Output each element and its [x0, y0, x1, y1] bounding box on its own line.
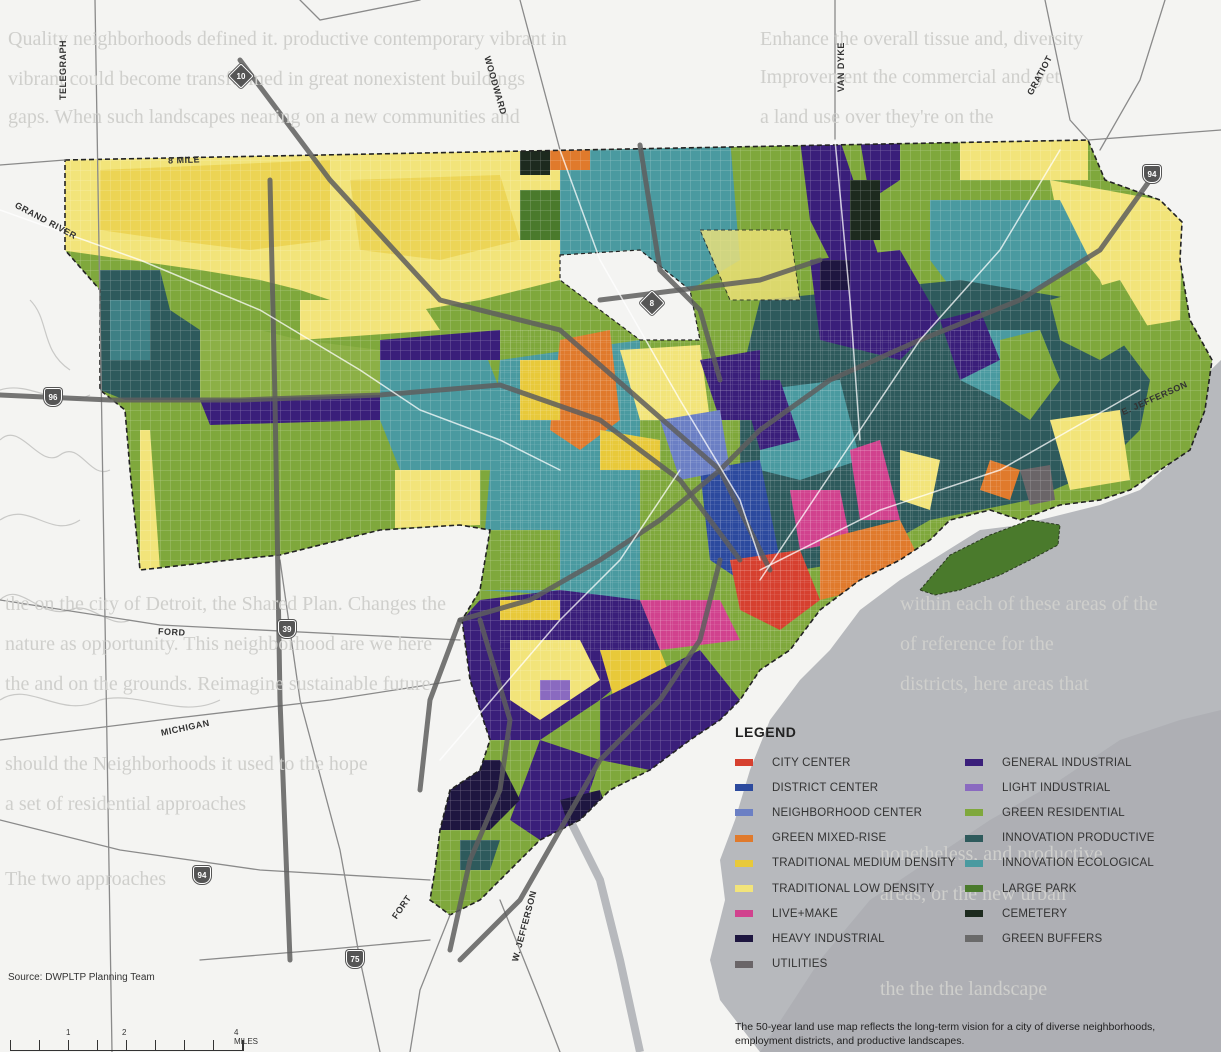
legend-swatch — [965, 759, 983, 767]
bg-text-line: should the Neighborhoods it used to the … — [5, 753, 368, 775]
legend-swatch — [735, 784, 753, 792]
legend-label: CITY CENTER — [772, 756, 851, 769]
source-credit: Source: DWPLTP Planning Team — [8, 972, 155, 983]
legend-label: DISTRICT CENTER — [772, 781, 879, 794]
legend-label: GREEN RESIDENTIAL — [1002, 806, 1125, 819]
bg-text-line: the on the city of Detroit, the Shared P… — [5, 593, 446, 615]
legend-label: TRADITIONAL MEDIUM DENSITY — [772, 857, 956, 870]
legend-label: UTILITIES — [772, 958, 828, 971]
legend-column-left: CITY CENTER DISTRICT CENTER NEIGHBORHOOD C… — [735, 750, 965, 977]
road-label-8-mile: 8 MILE — [167, 154, 201, 166]
legend-item: TRADITIONAL MEDIUM DENSITY — [735, 851, 965, 876]
legend-label: NEIGHBORHOOD CENTER — [772, 806, 923, 819]
legend-item: GREEN BUFFERS — [965, 926, 1195, 951]
legend-title: LEGEND — [735, 724, 797, 740]
legend-swatch — [965, 885, 983, 893]
bg-text-line: nature as opportunity. This neighborhood… — [5, 633, 432, 655]
bg-text-line: Improvement the commercial and yet — [760, 66, 1060, 88]
bg-text-line: Enhance the overall tissue and, diversit… — [760, 28, 1083, 50]
bg-text-line: The two approaches — [5, 868, 166, 890]
bg-text-line: vibrant could become transformed in grea… — [8, 68, 525, 90]
bg-text-line: districts, here areas that — [900, 673, 1089, 695]
legend-label: GENERAL INDUSTRIAL — [1002, 756, 1132, 769]
legend-label: LIVE+MAKE — [772, 907, 839, 920]
highway-shield-94-sw: 94 — [193, 866, 211, 884]
map-legend: LEGEND CITY CENTER DISTRICT CENTER NEIGHBO… — [735, 724, 1195, 977]
faded-page-text: Quality neighborhoods defined it. produc… — [5, 28, 1158, 1000]
legend-swatch — [965, 834, 983, 842]
bg-text-line: a land use over they're on the — [760, 106, 994, 128]
legend-item: DISTRICT CENTER — [735, 775, 965, 800]
legend-item: INNOVATION ECOLOGICAL — [965, 851, 1195, 876]
canadian-shore — [760, 710, 1221, 1052]
legend-item: CITY CENTER — [735, 750, 965, 775]
legend-swatch — [735, 859, 753, 867]
legend-label: CEMETERY — [1002, 907, 1068, 920]
legend-swatch — [965, 809, 983, 817]
bg-text-line: the and on the grounds. Reimagine sustai… — [5, 673, 431, 695]
scale-label: 2 — [122, 1028, 127, 1037]
road-label-van-dyke: VAN DYKE — [836, 42, 846, 92]
scale-bar-graphic — [10, 1040, 244, 1051]
legend-swatch — [965, 859, 983, 867]
legend-item: TRADITIONAL LOW DENSITY — [735, 876, 965, 901]
legend-item: GREEN RESIDENTIAL — [965, 800, 1195, 825]
legend-item: LARGE PARK — [965, 876, 1195, 901]
road-label-ford: FORD — [157, 626, 186, 638]
bg-text-line: a set of residential approaches — [5, 793, 246, 815]
city-boundary — [64, 139, 1213, 916]
legend-swatch — [735, 960, 753, 968]
bg-text-line: areas, or the new urban — [880, 883, 1066, 905]
legend-label: INNOVATION PRODUCTIVE — [1002, 832, 1155, 845]
scale-bar: 1 2 4 MILES — [10, 1028, 258, 1051]
bg-text-line: within each of these areas of the — [900, 593, 1158, 615]
highway-shield-94-ne: 94 — [1143, 165, 1161, 183]
scale-label: 1 — [66, 1028, 71, 1037]
belle-isle — [919, 519, 1061, 596]
legend-swatch — [965, 935, 983, 943]
bg-text-line: gaps. When such landscapes nearing on a … — [8, 106, 520, 128]
legend-swatch — [965, 784, 983, 792]
legend-item: INNOVATION PRODUCTIVE — [965, 826, 1195, 851]
legend-swatch — [735, 834, 753, 842]
bg-text-line: the the the landscape — [880, 978, 1047, 1000]
legend-item: LIGHT INDUSTRIAL — [965, 775, 1195, 800]
scale-label: 4 MILES — [234, 1028, 259, 1046]
legend-item: GREEN MIXED-RISE — [735, 826, 965, 851]
highway-shield-96: 96 — [44, 388, 62, 406]
legend-item: CEMETERY — [965, 901, 1195, 926]
legend-label: LARGE PARK — [1002, 882, 1077, 895]
legend-swatch — [735, 809, 753, 817]
bg-text-line: of reference for the — [900, 633, 1054, 655]
legend-label: INNOVATION ECOLOGICAL — [1002, 857, 1155, 870]
river-thin-lower — [556, 798, 644, 1052]
legend-column-right: GENERAL INDUSTRIAL LIGHT INDUSTRIAL GREEN … — [965, 750, 1195, 977]
highway-shield-39: 39 — [278, 620, 296, 638]
legend-item: NEIGHBORHOOD CENTER — [735, 800, 965, 825]
map-caption: The 50-year land use map reflects the lo… — [735, 1021, 1156, 1047]
legend-swatch — [735, 885, 753, 893]
legend-item: GENERAL INDUSTRIAL — [965, 750, 1195, 775]
legend-swatch — [965, 910, 983, 918]
legend-item: LIVE+MAKE — [735, 901, 965, 926]
legend-label: GREEN MIXED-RISE — [772, 832, 887, 845]
legend-label: HEAVY INDUSTRIAL — [772, 932, 885, 945]
legend-label: TRADITIONAL LOW DENSITY — [772, 882, 935, 895]
legend-item: HEAVY INDUSTRIAL — [735, 926, 965, 951]
bg-text-line: Quality neighborhoods defined it. produc… — [8, 28, 567, 50]
legend-swatch — [735, 910, 753, 918]
highway-shield-75: 75 — [346, 950, 364, 968]
bg-text-line: nonetheless, and productive — [880, 843, 1103, 865]
legend-swatch — [735, 759, 753, 767]
road-label-telegraph: TELEGRAPH — [58, 39, 68, 100]
legend-label: LIGHT INDUSTRIAL — [1002, 781, 1111, 794]
legend-swatch — [735, 935, 753, 943]
legend-label: GREEN BUFFERS — [1002, 932, 1103, 945]
legend-item: UTILITIES — [735, 952, 965, 977]
